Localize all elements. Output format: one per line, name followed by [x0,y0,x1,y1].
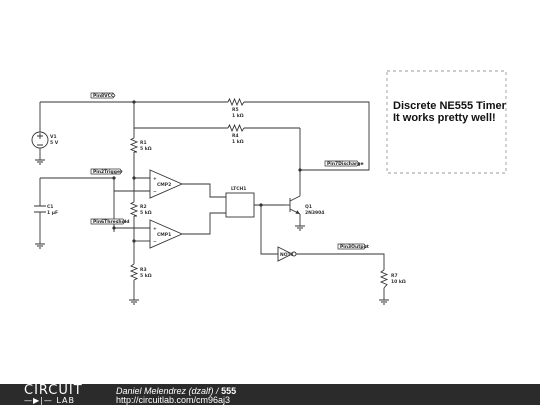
cmp1-minus: − [153,240,157,245]
r4-value: 1 kΩ [232,139,244,145]
r5-value: 1 kΩ [232,113,244,119]
net-label-vcc: Pin8VCC [90,92,116,99]
cmp2-plus: + [153,176,157,182]
v1-name: V1 [50,134,57,140]
net-label-output: Pin3Output [337,243,370,250]
note-line-2: It works pretty well! [393,112,496,124]
r2-name: R2 [140,204,147,210]
circuit-title[interactable]: 555 [221,386,237,396]
r1-name: R1 [140,140,147,146]
cmp1-plus: + [153,226,157,232]
comparator-cmp2[interactable]: + − CMP2 [149,169,184,199]
comparator-cmp1[interactable]: + − CMP1 [149,219,184,249]
r3-value: 5 kΩ [140,273,152,279]
transistor-q1[interactable]: Q1 2N3904 [285,195,324,216]
resistor-r3[interactable]: R3 5 kΩ [129,263,152,281]
svg-text:Pin3Output: Pin3Output [340,244,370,250]
q1-name: Q1 [305,204,312,210]
net-label-discharge: Pin7Discharge [324,160,364,167]
voltage-source-v1[interactable]: V1 5 V [31,131,59,149]
title-separator: / [213,386,222,396]
r7-value: 10 kΩ [391,279,406,285]
cmp2-name: CMP2 [157,182,171,188]
r2-value: 5 kΩ [140,210,152,216]
footer-bar: CIRCUIT —▶|— LAB Daniel Melendrez (dzalf… [0,384,540,405]
resistor-r4[interactable]: R4 1 kΩ [227,123,245,145]
resistor-r5[interactable]: R5 1 kΩ [227,97,245,119]
r3-name: R3 [140,267,147,273]
latch-ltch1[interactable]: LTCH1 [225,186,255,218]
author-line: Daniel Melendrez (dzalf) / 555 [116,386,236,396]
not1-name: NOT1 [280,252,294,258]
v1-value: 5 V [50,140,59,146]
ground-symbols [35,159,389,305]
schematic-canvas: V1 5 V C1 1 µF R5 1 kΩ R4 1 kΩ R1 5 kΩ R… [31,70,507,305]
capacitor-c1[interactable]: C1 1 µF [34,204,58,216]
resistor-r2[interactable]: R2 5 kΩ [129,201,152,217]
cmp1-name: CMP1 [157,232,171,238]
cmp2-minus: − [153,190,157,195]
r4-name: R4 [232,133,239,139]
r5-name: R5 [232,107,239,113]
svg-text:Pin7Discharge: Pin7Discharge [327,161,364,167]
circuit-url-link[interactable]: http://circuitlab.com/cm96aj3 [116,395,231,405]
ltch1-name: LTCH1 [231,186,246,192]
net-label-threshold: Pin6Threshold [90,218,129,225]
junctions [112,100,302,243]
note-line-1: Discrete NE555 Timer [393,100,507,112]
resistor-r7[interactable]: R7 10 kΩ [379,269,406,289]
svg-text:Pin6Threshold: Pin6Threshold [93,219,129,225]
r7-name: R7 [391,273,398,279]
circuitlab-logo[interactable]: CIRCUIT [24,383,83,398]
author-name[interactable]: Daniel Melendrez (dzalf) [116,386,214,396]
note-box[interactable]: Discrete NE555 Timer It works pretty wel… [386,70,507,174]
resistor-r1[interactable]: R1 5 kΩ [129,137,152,153]
c1-name: C1 [47,204,53,210]
circuitlab-logo-sub: —▶|— LAB [24,396,75,405]
c1-value: 1 µF [47,210,58,216]
logo-lab-text: LAB [56,396,76,405]
diode-icon: —▶|— [24,396,53,405]
svg-text:Pin2Trigger: Pin2Trigger [93,169,123,175]
r1-value: 5 kΩ [140,146,152,152]
net-label-trigger: Pin2Trigger [90,168,123,175]
wires [39,101,385,300]
q1-value: 2N3904 [305,210,324,216]
not-gate-not1[interactable]: NOT1 [277,246,297,262]
svg-text:Pin8VCC: Pin8VCC [93,93,115,99]
